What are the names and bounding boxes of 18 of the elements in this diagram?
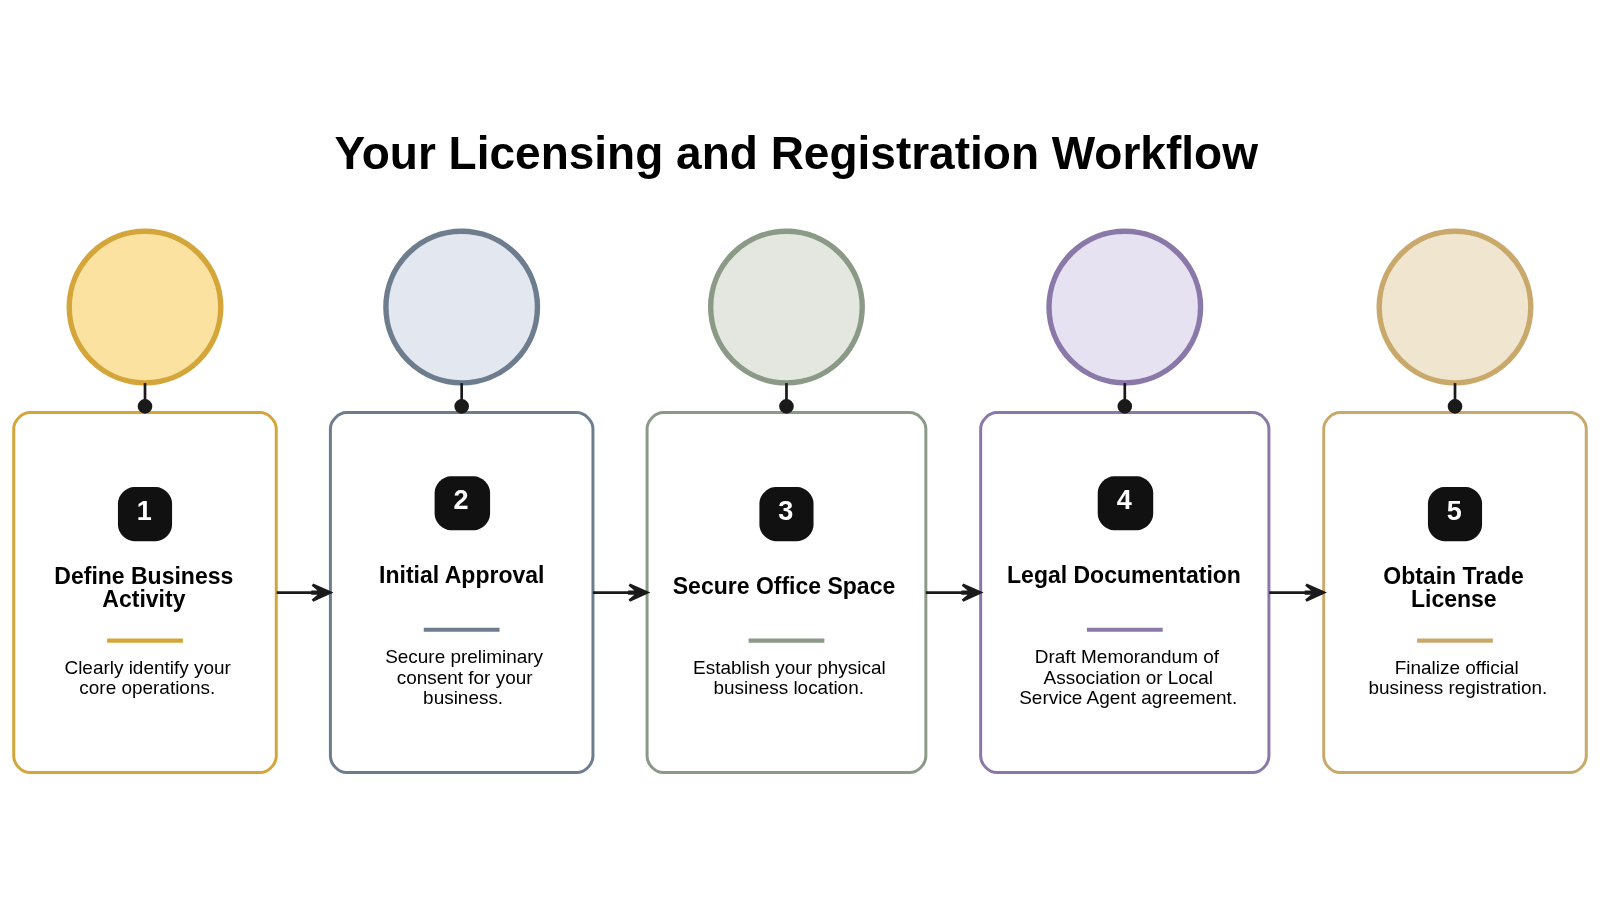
node-box: 1 Define Business Activity Clearly identify your core operations. (12, 410, 278, 774)
arrow (593, 582, 649, 602)
node-circle (707, 228, 865, 386)
connector (1117, 382, 1133, 414)
node-box: 3 Secure Office Space Establish your physical business location. (645, 410, 928, 774)
node-box: 5 Obtain Trade License Finalize official business registration. (1322, 410, 1588, 774)
node-circle (66, 228, 224, 386)
diagram-title: Your Licensing and Registration Workflow (334, 126, 1258, 179)
node-box: 4 Legal Documentation Draft Memorandum of Association or Local Service Agent agreement. (979, 410, 1271, 774)
arrow (925, 582, 982, 602)
arrow (1269, 582, 1326, 602)
node-circle (1046, 228, 1204, 386)
connector (454, 382, 469, 414)
arrow (276, 582, 332, 602)
node-circle (1376, 228, 1534, 386)
node-circle (383, 228, 541, 386)
node-box: 2 Initial Approval Secure preliminary consent for your business. (328, 410, 595, 774)
connector (779, 382, 794, 414)
